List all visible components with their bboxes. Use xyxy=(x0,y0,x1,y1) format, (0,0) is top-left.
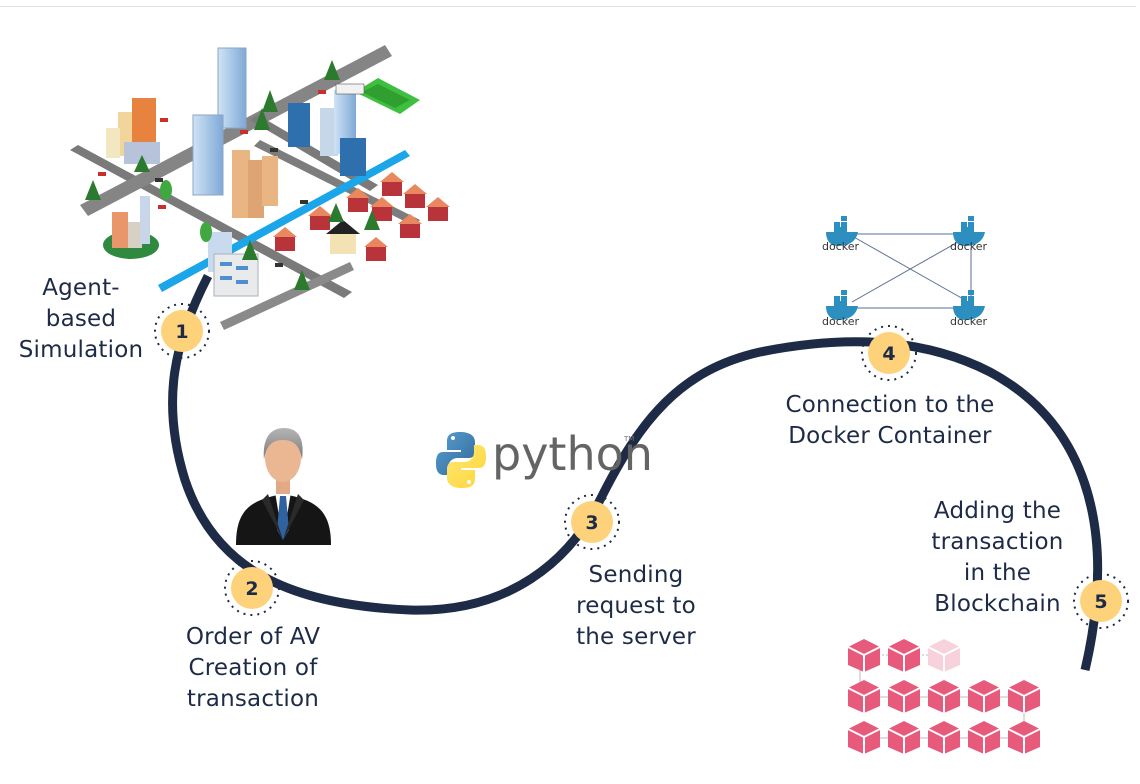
docker-label-1: docker xyxy=(822,240,860,253)
block-cube xyxy=(1007,721,1041,754)
step-4-line-2: Docker Container xyxy=(788,423,992,449)
docker-node-2: docker xyxy=(950,216,988,253)
docker-network: docker docker docker docker xyxy=(822,216,988,328)
step-badge-1: 1 xyxy=(154,303,210,359)
step-5-line-3: in the xyxy=(963,560,1032,586)
docker-label-3: docker xyxy=(822,315,860,328)
step-number-1: 1 xyxy=(175,321,188,343)
blockchain-cubes xyxy=(847,639,1041,754)
step-label-4: Connection to the Docker Container xyxy=(760,390,1020,452)
step-2-line-2: Creation of xyxy=(188,655,318,681)
block-cube xyxy=(847,721,881,754)
step-5-line-2: transaction xyxy=(931,529,1064,555)
step-3-line-3: the server xyxy=(576,624,696,650)
step-number-4: 4 xyxy=(882,343,895,365)
docker-label-4: docker xyxy=(950,315,988,328)
block-cube xyxy=(847,639,881,672)
step-3-line-1: Sending xyxy=(588,562,684,588)
top-divider xyxy=(0,6,1136,7)
block-cube xyxy=(887,639,921,672)
step-5-line-1: Adding the xyxy=(933,498,1062,524)
docker-node-3: docker xyxy=(822,290,860,328)
step-label-5: Adding the transaction in the Blockchain xyxy=(915,496,1080,620)
step-label-2: Order of AV Creation of transaction xyxy=(158,622,348,715)
block-cube xyxy=(927,680,961,713)
step-1-line-2: based xyxy=(45,306,117,332)
workflow-path xyxy=(168,273,1103,672)
step-number-2: 2 xyxy=(245,578,258,600)
step-1-line-3: Simulation xyxy=(18,337,144,363)
businessman-icon xyxy=(236,428,331,545)
python-logo: python TM xyxy=(436,427,653,488)
step-1-line-1: Agent- xyxy=(42,275,120,301)
block-cube xyxy=(967,680,1001,713)
step-badge-3: 3 xyxy=(564,494,620,550)
block-cube xyxy=(927,721,961,754)
step-3-line-2: request to xyxy=(576,593,696,619)
block-cube xyxy=(887,721,921,754)
docker-label-2: docker xyxy=(950,240,988,253)
step-badge-4: 4 xyxy=(861,325,917,381)
python-wordmark: python xyxy=(492,427,653,481)
step-5-line-4: Blockchain xyxy=(934,591,1061,617)
block-cube xyxy=(967,721,1001,754)
step-badge-5: 5 xyxy=(1073,573,1129,629)
docker-node-4: docker xyxy=(950,290,988,328)
step-number-3: 3 xyxy=(585,512,598,534)
docker-node-1: docker xyxy=(822,216,860,253)
python-tm: TM xyxy=(623,435,634,443)
step-badge-2: 2 xyxy=(224,560,280,616)
block-cube xyxy=(887,680,921,713)
step-label-1: Agent- based Simulation xyxy=(6,273,156,366)
step-2-line-3: transaction xyxy=(186,686,320,712)
step-2-line-1: Order of AV xyxy=(185,624,321,650)
step-4-line-1: Connection to the xyxy=(785,392,995,418)
block-cube xyxy=(847,680,881,713)
step-label-3: Sending request to the server xyxy=(556,560,716,653)
block-cube xyxy=(1007,680,1041,713)
step-number-5: 5 xyxy=(1094,591,1107,613)
city-simulation-illustration xyxy=(70,45,450,330)
block-cube xyxy=(927,639,961,672)
